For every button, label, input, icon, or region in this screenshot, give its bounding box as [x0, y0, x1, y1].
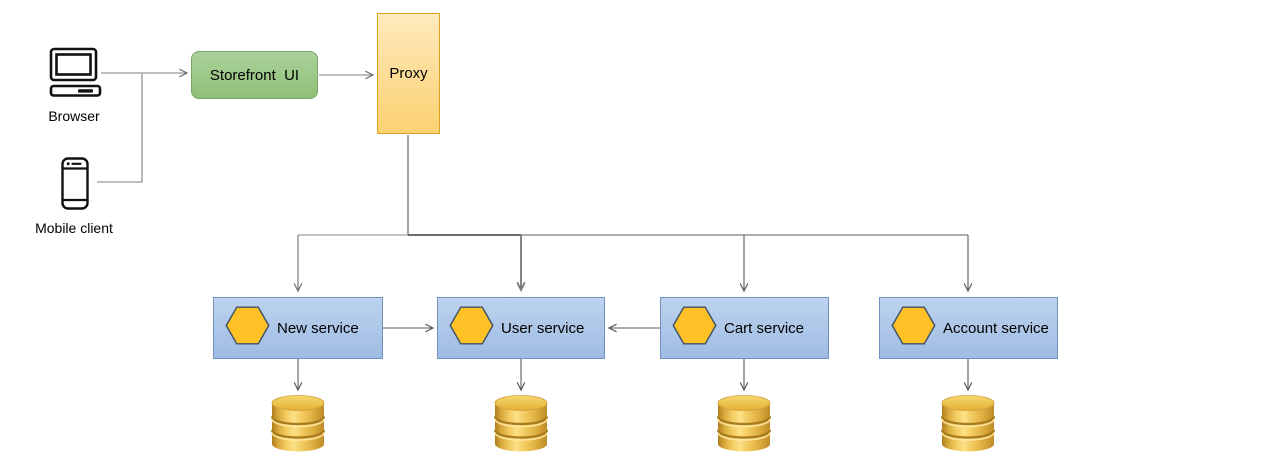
smartphone-icon: [61, 157, 89, 215]
node-cart-service: Cart service: [660, 297, 829, 359]
node-new-service: New service: [213, 297, 383, 359]
hexagon-icon: [672, 306, 717, 350]
account-service-label: Account service: [943, 319, 1049, 337]
database-cylinder-icon: [940, 394, 996, 459]
user-service-label: User service: [501, 319, 585, 337]
browser-label: Browser: [48, 108, 100, 124]
new-service-label: New service: [277, 319, 359, 337]
hexagon-icon: [225, 306, 270, 350]
node-user-service: User service: [437, 297, 605, 359]
hexagon-icon: [891, 306, 936, 350]
hexagon-icon: [449, 306, 494, 350]
node-account-service: Account service: [879, 297, 1058, 359]
proxy-label: Proxy: [389, 65, 428, 82]
storefront-ui-label: Storefront UI: [209, 66, 300, 84]
desktop-computer-icon: [49, 47, 103, 103]
mobile-client-label: Mobile client: [35, 220, 113, 236]
node-proxy: Proxy: [377, 13, 440, 134]
node-storefront-ui: Storefront UI: [191, 51, 318, 99]
cart-service-label: Cart service: [724, 319, 805, 337]
database-cylinder-icon: [270, 394, 326, 459]
database-cylinder-icon: [493, 394, 549, 459]
database-cylinder-icon: [716, 394, 772, 459]
